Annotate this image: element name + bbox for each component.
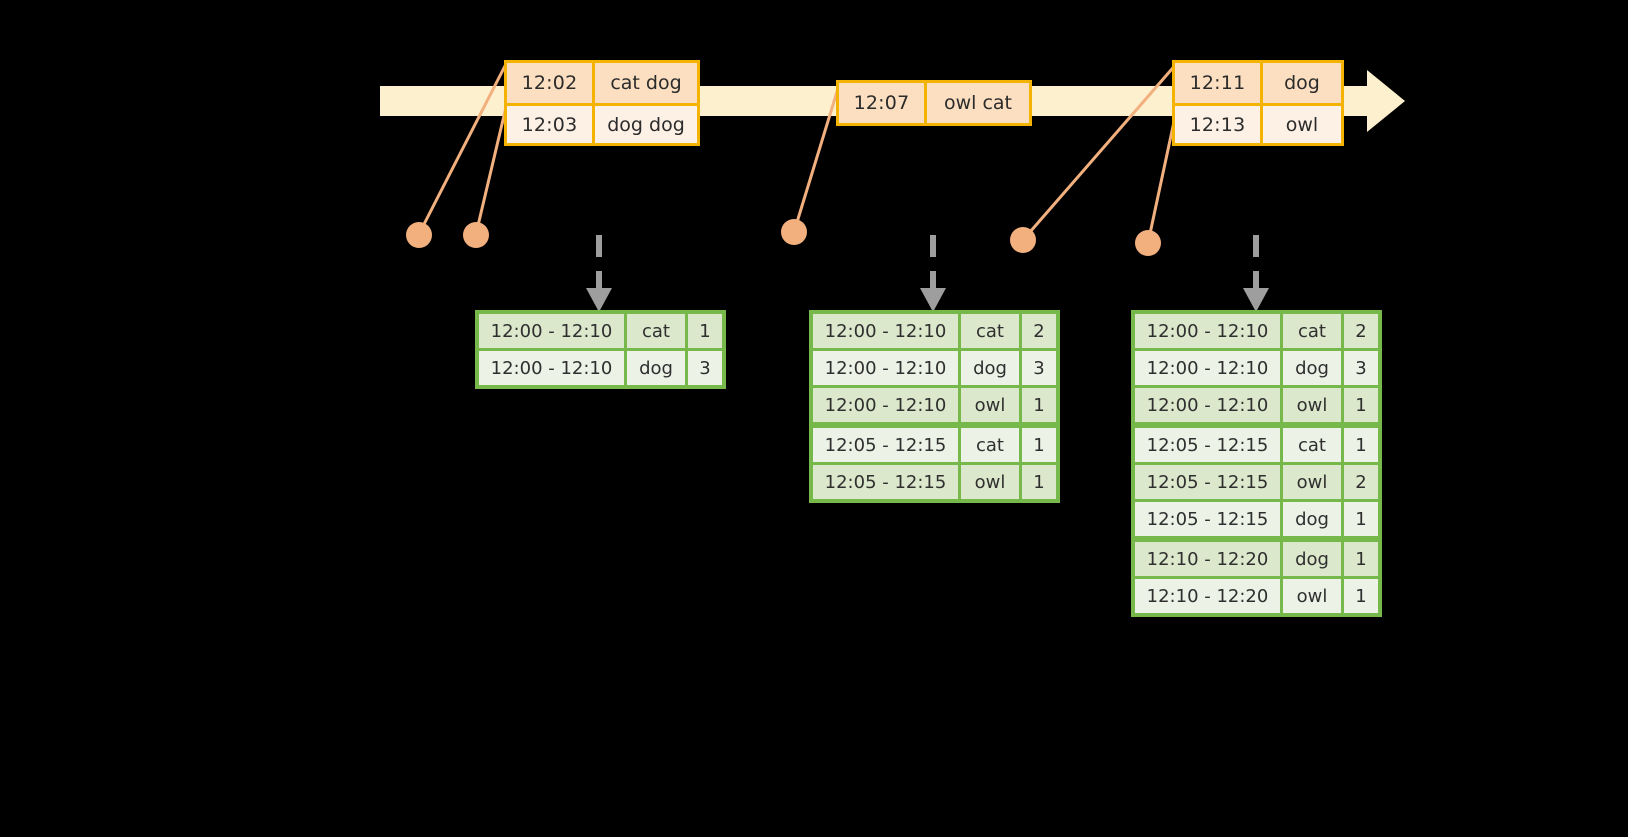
event-time: 12:02 bbox=[507, 63, 595, 103]
table-row: 12:10 - 12:20 dog 1 bbox=[1135, 542, 1378, 576]
cell-window: 12:00 - 12:10 bbox=[479, 351, 624, 385]
cell-count: 1 bbox=[1022, 465, 1056, 499]
event-time: 12:11 bbox=[1175, 63, 1263, 103]
cell-window: 12:00 - 12:10 bbox=[813, 388, 958, 422]
event-origin-dot bbox=[463, 222, 489, 248]
event-group-2: 12:07 owl cat bbox=[836, 80, 1032, 126]
event-origin-dot bbox=[406, 222, 432, 248]
cell-count: 1 bbox=[1022, 428, 1056, 462]
cell-count: 2 bbox=[1344, 465, 1378, 499]
cell-window: 12:00 - 12:10 bbox=[813, 351, 958, 385]
table-row: 12:00 - 12:10 cat 2 bbox=[1135, 314, 1378, 348]
cell-word: owl bbox=[1283, 579, 1341, 613]
cell-window: 12:05 - 12:15 bbox=[813, 465, 958, 499]
event-time: 12:03 bbox=[507, 106, 595, 143]
dashed-arrow-to-table-3 bbox=[1243, 235, 1269, 312]
result-table-3: 12:00 - 12:10 cat 2 12:00 - 12:10 dog 3 … bbox=[1131, 310, 1382, 617]
cell-window: 12:05 - 12:15 bbox=[1135, 428, 1280, 462]
table-row: 12:05 - 12:15 owl 1 bbox=[813, 465, 1056, 499]
cell-word: dog bbox=[1283, 502, 1341, 536]
table-row: 12:00 - 12:10 cat 1 bbox=[479, 314, 722, 348]
cell-count: 1 bbox=[1022, 388, 1056, 422]
cell-count: 3 bbox=[688, 351, 722, 385]
cell-window: 12:10 - 12:20 bbox=[1135, 542, 1280, 576]
event-origin-dot bbox=[1135, 230, 1161, 256]
event-origin-dots bbox=[406, 219, 1161, 256]
event-row: 12:03 dog dog bbox=[507, 103, 697, 143]
event-row: 12:07 owl cat bbox=[839, 83, 1029, 123]
cell-word: cat bbox=[961, 428, 1019, 462]
dashed-arrow-to-table-1 bbox=[586, 235, 612, 312]
table-row: 12:05 - 12:15 cat 1 bbox=[813, 428, 1056, 462]
result-table-2: 12:00 - 12:10 cat 2 12:00 - 12:10 dog 3 … bbox=[809, 310, 1060, 503]
cell-word: owl bbox=[961, 388, 1019, 422]
table-row: 12:00 - 12:10 owl 1 bbox=[1135, 388, 1378, 422]
table-row: 12:00 - 12:10 cat 2 bbox=[813, 314, 1056, 348]
table-row: 12:05 - 12:15 dog 1 bbox=[1135, 502, 1378, 536]
cell-count: 3 bbox=[1344, 351, 1378, 385]
event-words: dog bbox=[1263, 63, 1341, 103]
event-row: 12:11 dog bbox=[1175, 63, 1341, 103]
cell-count: 3 bbox=[1022, 351, 1056, 385]
table-row: 12:10 - 12:20 owl 1 bbox=[1135, 579, 1378, 613]
cell-count: 1 bbox=[1344, 579, 1378, 613]
table-row: 12:05 - 12:15 cat 1 bbox=[1135, 428, 1378, 462]
table-row: 12:00 - 12:10 owl 1 bbox=[813, 388, 1056, 422]
dashed-arrows bbox=[586, 235, 1269, 312]
event-words: dog dog bbox=[595, 106, 697, 143]
cell-word: dog bbox=[627, 351, 685, 385]
cell-window: 12:05 - 12:15 bbox=[1135, 502, 1280, 536]
event-words: owl bbox=[1263, 106, 1341, 143]
cell-count: 2 bbox=[1344, 314, 1378, 348]
cell-count: 1 bbox=[1344, 542, 1378, 576]
event-origin-dot bbox=[1010, 227, 1036, 253]
cell-word: cat bbox=[961, 314, 1019, 348]
event-group-1: 12:02 cat dog 12:03 dog dog bbox=[504, 60, 700, 146]
cell-window: 12:00 - 12:10 bbox=[813, 314, 958, 348]
event-words: owl cat bbox=[927, 83, 1029, 123]
cell-count: 1 bbox=[1344, 388, 1378, 422]
table-row: 12:00 - 12:10 dog 3 bbox=[479, 351, 722, 385]
event-origin-dot bbox=[781, 219, 807, 245]
cell-word: owl bbox=[1283, 465, 1341, 499]
cell-window: 12:00 - 12:10 bbox=[479, 314, 624, 348]
cell-word: dog bbox=[961, 351, 1019, 385]
cell-word: cat bbox=[627, 314, 685, 348]
event-row: 12:13 owl bbox=[1175, 103, 1341, 143]
cell-window: 12:10 - 12:20 bbox=[1135, 579, 1280, 613]
event-time: 12:07 bbox=[839, 83, 927, 123]
cell-window: 12:05 - 12:15 bbox=[813, 428, 958, 462]
cell-count: 1 bbox=[1344, 502, 1378, 536]
cell-word: cat bbox=[1283, 428, 1341, 462]
cell-window: 12:05 - 12:15 bbox=[1135, 465, 1280, 499]
cell-word: owl bbox=[1283, 388, 1341, 422]
event-row: 12:02 cat dog bbox=[507, 63, 697, 103]
cell-word: owl bbox=[961, 465, 1019, 499]
dashed-arrow-to-table-2 bbox=[920, 235, 946, 312]
cell-word: cat bbox=[1283, 314, 1341, 348]
cell-count: 1 bbox=[688, 314, 722, 348]
cell-word: dog bbox=[1283, 542, 1341, 576]
event-group-3: 12:11 dog 12:13 owl bbox=[1172, 60, 1344, 146]
cell-count: 1 bbox=[1344, 428, 1378, 462]
cell-window: 12:00 - 12:10 bbox=[1135, 314, 1280, 348]
cell-word: dog bbox=[1283, 351, 1341, 385]
result-table-1: 12:00 - 12:10 cat 1 12:00 - 12:10 dog 3 bbox=[475, 310, 726, 389]
event-time: 12:13 bbox=[1175, 106, 1263, 143]
table-row: 12:00 - 12:10 dog 3 bbox=[813, 351, 1056, 385]
table-row: 12:05 - 12:15 owl 2 bbox=[1135, 465, 1378, 499]
table-row: 12:00 - 12:10 dog 3 bbox=[1135, 351, 1378, 385]
cell-count: 2 bbox=[1022, 314, 1056, 348]
cell-window: 12:00 - 12:10 bbox=[1135, 388, 1280, 422]
cell-window: 12:00 - 12:10 bbox=[1135, 351, 1280, 385]
event-words: cat dog bbox=[595, 63, 697, 103]
